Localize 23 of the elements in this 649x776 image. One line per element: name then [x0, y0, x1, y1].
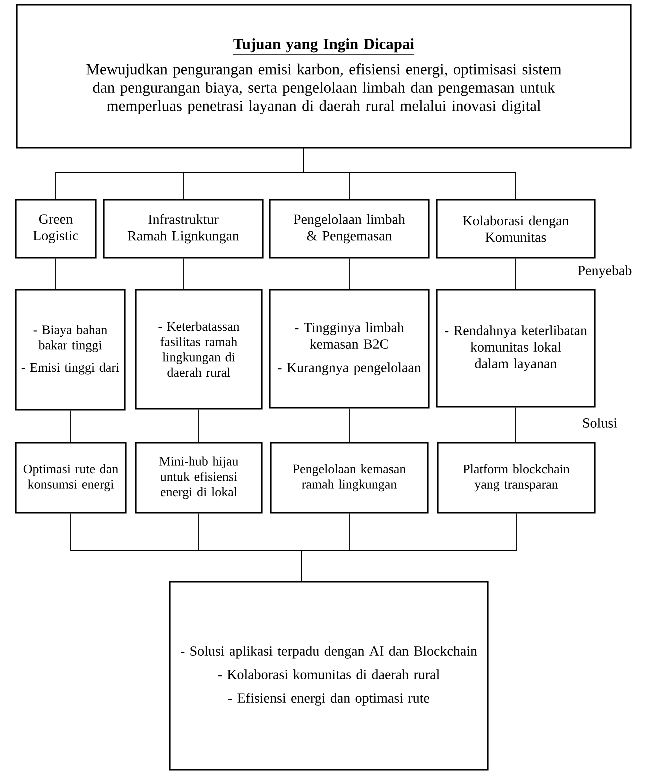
- connector-line: [198, 409, 200, 443]
- connector-line: [70, 410, 71, 443]
- text-box: Green Logistic: [15, 199, 97, 259]
- section-label: Penyebab: [578, 266, 632, 278]
- connector-line: [349, 408, 350, 443]
- text-box: - Keterbatassan fasilitas ramah lingkungan di daerah rural: [135, 289, 263, 410]
- section-label: Solusi: [583, 418, 618, 428]
- connector-line: [349, 258, 350, 290]
- connector-line: [304, 148, 516, 200]
- text-box: Pengelolaan kemasan ramah lingkungan: [270, 442, 429, 514]
- text-box: - Solusi aplikasi terpadu dengan AI dan Blockchain - Kolaborasi komunitas di daerah rural - Efisiensi energi dan optimasi rute: [169, 581, 489, 771]
- connector-line: [183, 258, 184, 290]
- text-box: - Tingginya limbah kemasan B2C - Kurangnya pengelolaan: [269, 289, 430, 409]
- goal-box: Tujuan yang Ingin Dicapai Mewujudkan pengurangan emisi karbon, efisiensi energi, optimisasi sistem dan pengurangan biaya, serta pengelolaan limbah dan pengemasan untuk memperluas penetrasi layanan di daerah rural melalui inovasi digital: [16, 4, 632, 149]
- text-box: Mini-hub hijau untuk efisiensi energi di lokal: [135, 442, 263, 514]
- connector-line: [302, 513, 517, 582]
- text-box: Optimasi rute dan konsumsi energi: [15, 442, 127, 514]
- text-box: Kolaborasi dengan Komunitas: [436, 199, 596, 259]
- text-box: Platform blockchain yang transparan: [437, 442, 596, 514]
- text-box: Pengelolaan limbah & Pengemasan: [269, 199, 430, 259]
- text-box: Infrastruktur Ramah Lignkungan: [103, 199, 264, 259]
- text-box: - Biaya bahan bakar tinggi - Emisi tinggi dari: [15, 289, 126, 411]
- text-box: - Rendahnya keterlibatan komunitas lokal dalam layanan: [436, 289, 596, 408]
